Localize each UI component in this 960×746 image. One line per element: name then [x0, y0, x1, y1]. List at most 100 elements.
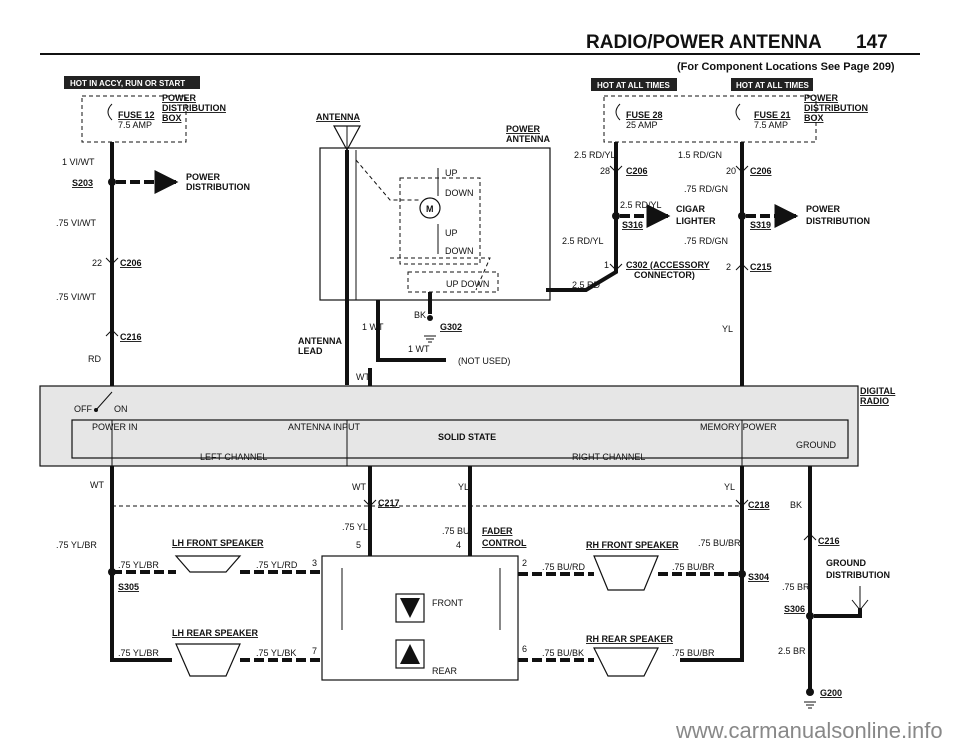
wire-label: .75 RD/GN	[684, 184, 728, 194]
ground-g200: G200	[820, 688, 842, 698]
page-number: 147	[856, 32, 888, 53]
switch-on: ON	[114, 404, 128, 414]
power-box-l2: DISTRIBUTION	[162, 103, 226, 113]
ground-dist-1: GROUND	[826, 558, 866, 568]
wire-label: WT	[352, 482, 366, 492]
wire-label: 1 VI/WT	[62, 157, 95, 167]
wire-label: WT	[356, 372, 370, 382]
solid-state: SOLID STATE	[438, 432, 496, 442]
not-used: (NOT USED)	[458, 356, 510, 366]
ground-dist-2: DISTRIBUTION	[826, 570, 890, 580]
connector-symbol	[105, 257, 119, 265]
digital-radio-box	[39, 385, 859, 467]
pin-label: 5	[356, 540, 361, 550]
wire-label: WT	[90, 480, 104, 490]
fader-2: CONTROL	[482, 538, 527, 548]
wire-label: YL	[458, 482, 469, 492]
connector-c215: C215	[750, 262, 772, 272]
wire-lh-rear	[110, 466, 172, 662]
cigar-2: LIGHTER	[676, 216, 716, 226]
wire-label: .75 BU	[442, 526, 470, 536]
wire-label: 1 WT	[362, 322, 384, 332]
pin-label: 6	[522, 644, 527, 654]
wire-label: .75 YL/BK	[256, 648, 296, 658]
fuse-12-name: FUSE 12	[118, 110, 155, 120]
up-2: UP	[445, 228, 458, 238]
watermark: www.carmanualsonline.info	[675, 718, 943, 743]
power-antenna-l2: ANTENNA	[506, 134, 550, 144]
pin-label: 20	[726, 166, 736, 176]
wire-label: 1.5 RD/GN	[678, 150, 722, 160]
wire-1wt	[376, 300, 446, 362]
hot-all-label-1	[591, 78, 677, 91]
wire-label: YL	[722, 324, 733, 334]
lh-rear-speaker-icon	[175, 643, 241, 677]
splice-s316: S316	[622, 220, 643, 230]
rear-label: REAR	[432, 666, 458, 676]
up-down-switch	[407, 271, 499, 293]
wire-label: .75 BR	[782, 582, 810, 592]
splice-s304: S304	[748, 572, 769, 582]
wire-label: 2.5 BR	[778, 646, 806, 656]
up-1: UP	[445, 168, 458, 178]
power-antenna-l1: POWER	[506, 124, 541, 134]
wire-fuse28	[546, 142, 618, 292]
wire-label: 2.5 RD	[572, 280, 601, 290]
wire-label: 2.5 RD/YL	[574, 150, 616, 160]
memory-power: MEMORY POWER	[700, 422, 777, 432]
hot-all-text-1: HOT AT ALL TIMES	[597, 81, 671, 90]
wire-label: .75 YL/BR	[118, 560, 159, 570]
pin-label: 28	[600, 166, 610, 176]
antenna-lead-1: ANTENNA	[298, 336, 342, 346]
right-channel: RIGHT CHANNEL	[572, 452, 645, 462]
antenna-input: ANTENNA INPUT	[288, 422, 361, 432]
pwr-dist-l1: POWER	[186, 172, 221, 182]
wire-label: RD	[88, 354, 101, 364]
rh-rear-speaker-icon	[593, 647, 659, 677]
ground-g302: G302	[440, 322, 462, 332]
splice-s319: S319	[750, 220, 771, 230]
power-box-l3: BOX	[162, 113, 182, 123]
pin-label: 2	[726, 262, 731, 272]
wire-label: 2.5 RD/YL	[620, 200, 662, 210]
left-channel: LEFT CHANNEL	[200, 452, 267, 462]
solid-state-box	[71, 419, 849, 459]
pin-label: 7	[312, 646, 317, 656]
connector-c218: C218	[748, 500, 770, 510]
wire-label: .75 YL/BR	[56, 540, 97, 550]
connector-c216b: C216	[818, 536, 840, 546]
rh-rear-speaker-label: RH REAR SPEAKER	[586, 634, 674, 644]
antenna-label: ANTENNA	[316, 112, 360, 122]
rh-front-speaker-label: RH FRONT SPEAKER	[586, 540, 679, 550]
power-dist-box-left	[81, 95, 187, 143]
power-in: POWER IN	[92, 422, 138, 432]
antenna-lead-2: LEAD	[298, 346, 323, 356]
splice-s305: S305	[118, 582, 139, 592]
wire-label: .75 BU/BR	[672, 562, 715, 572]
wire-label: 1 WT	[408, 344, 430, 354]
pin-label: 22	[92, 258, 102, 268]
digital-radio-2: RADIO	[860, 396, 889, 406]
wire-label: YL	[724, 482, 735, 492]
pin-label: 3	[312, 558, 317, 568]
fader-control-box	[321, 555, 519, 681]
wire-label: .75 VI/WT	[56, 292, 97, 302]
lh-front-speaker-label: LH FRONT SPEAKER	[172, 538, 264, 548]
wire-label: BK	[790, 500, 802, 510]
hot-all-label-2	[731, 78, 813, 91]
lh-rear-speaker-label: LH REAR SPEAKER	[172, 628, 259, 638]
power-box-l1: POWER	[162, 93, 197, 103]
splice-s306: S306	[784, 604, 805, 614]
connector-c216a: C216	[120, 332, 142, 342]
connector-c217: C217	[378, 498, 400, 508]
fuse-12-rating: 7.5 AMP	[118, 120, 152, 130]
rh-front-speaker-icon	[593, 555, 659, 591]
pin-label: 4	[456, 540, 461, 550]
splice-s203-dot	[108, 178, 116, 186]
wire-label: .75 BU/BR	[698, 538, 741, 548]
pin-label: 1	[604, 260, 609, 270]
hot-all-text-2: HOT AT ALL TIMES	[736, 81, 810, 90]
wire-label: .75 BU/RD	[542, 562, 586, 572]
fuse-12-symbol	[107, 103, 113, 121]
